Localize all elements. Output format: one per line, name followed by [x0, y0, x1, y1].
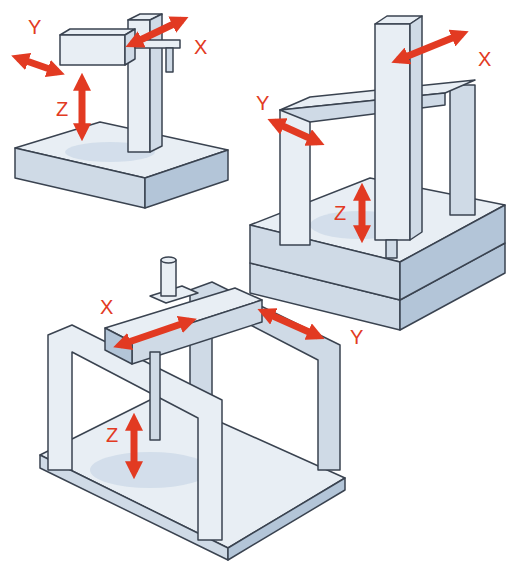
axis-label: Y	[28, 16, 41, 38]
axis-label: X	[100, 296, 113, 318]
axis-label: Y	[256, 92, 269, 114]
axis-label: Z	[334, 202, 346, 224]
axis-label: X	[194, 36, 207, 58]
column-cmm	[15, 14, 228, 208]
axis-label: Z	[56, 98, 68, 120]
gantry-cmm	[40, 257, 345, 560]
axis-arrow	[18, 20, 462, 472]
axis-label: Z	[106, 424, 118, 446]
bridge-cmm	[250, 16, 505, 330]
axis-label: Y	[350, 326, 363, 348]
axis-label: X	[478, 48, 491, 70]
